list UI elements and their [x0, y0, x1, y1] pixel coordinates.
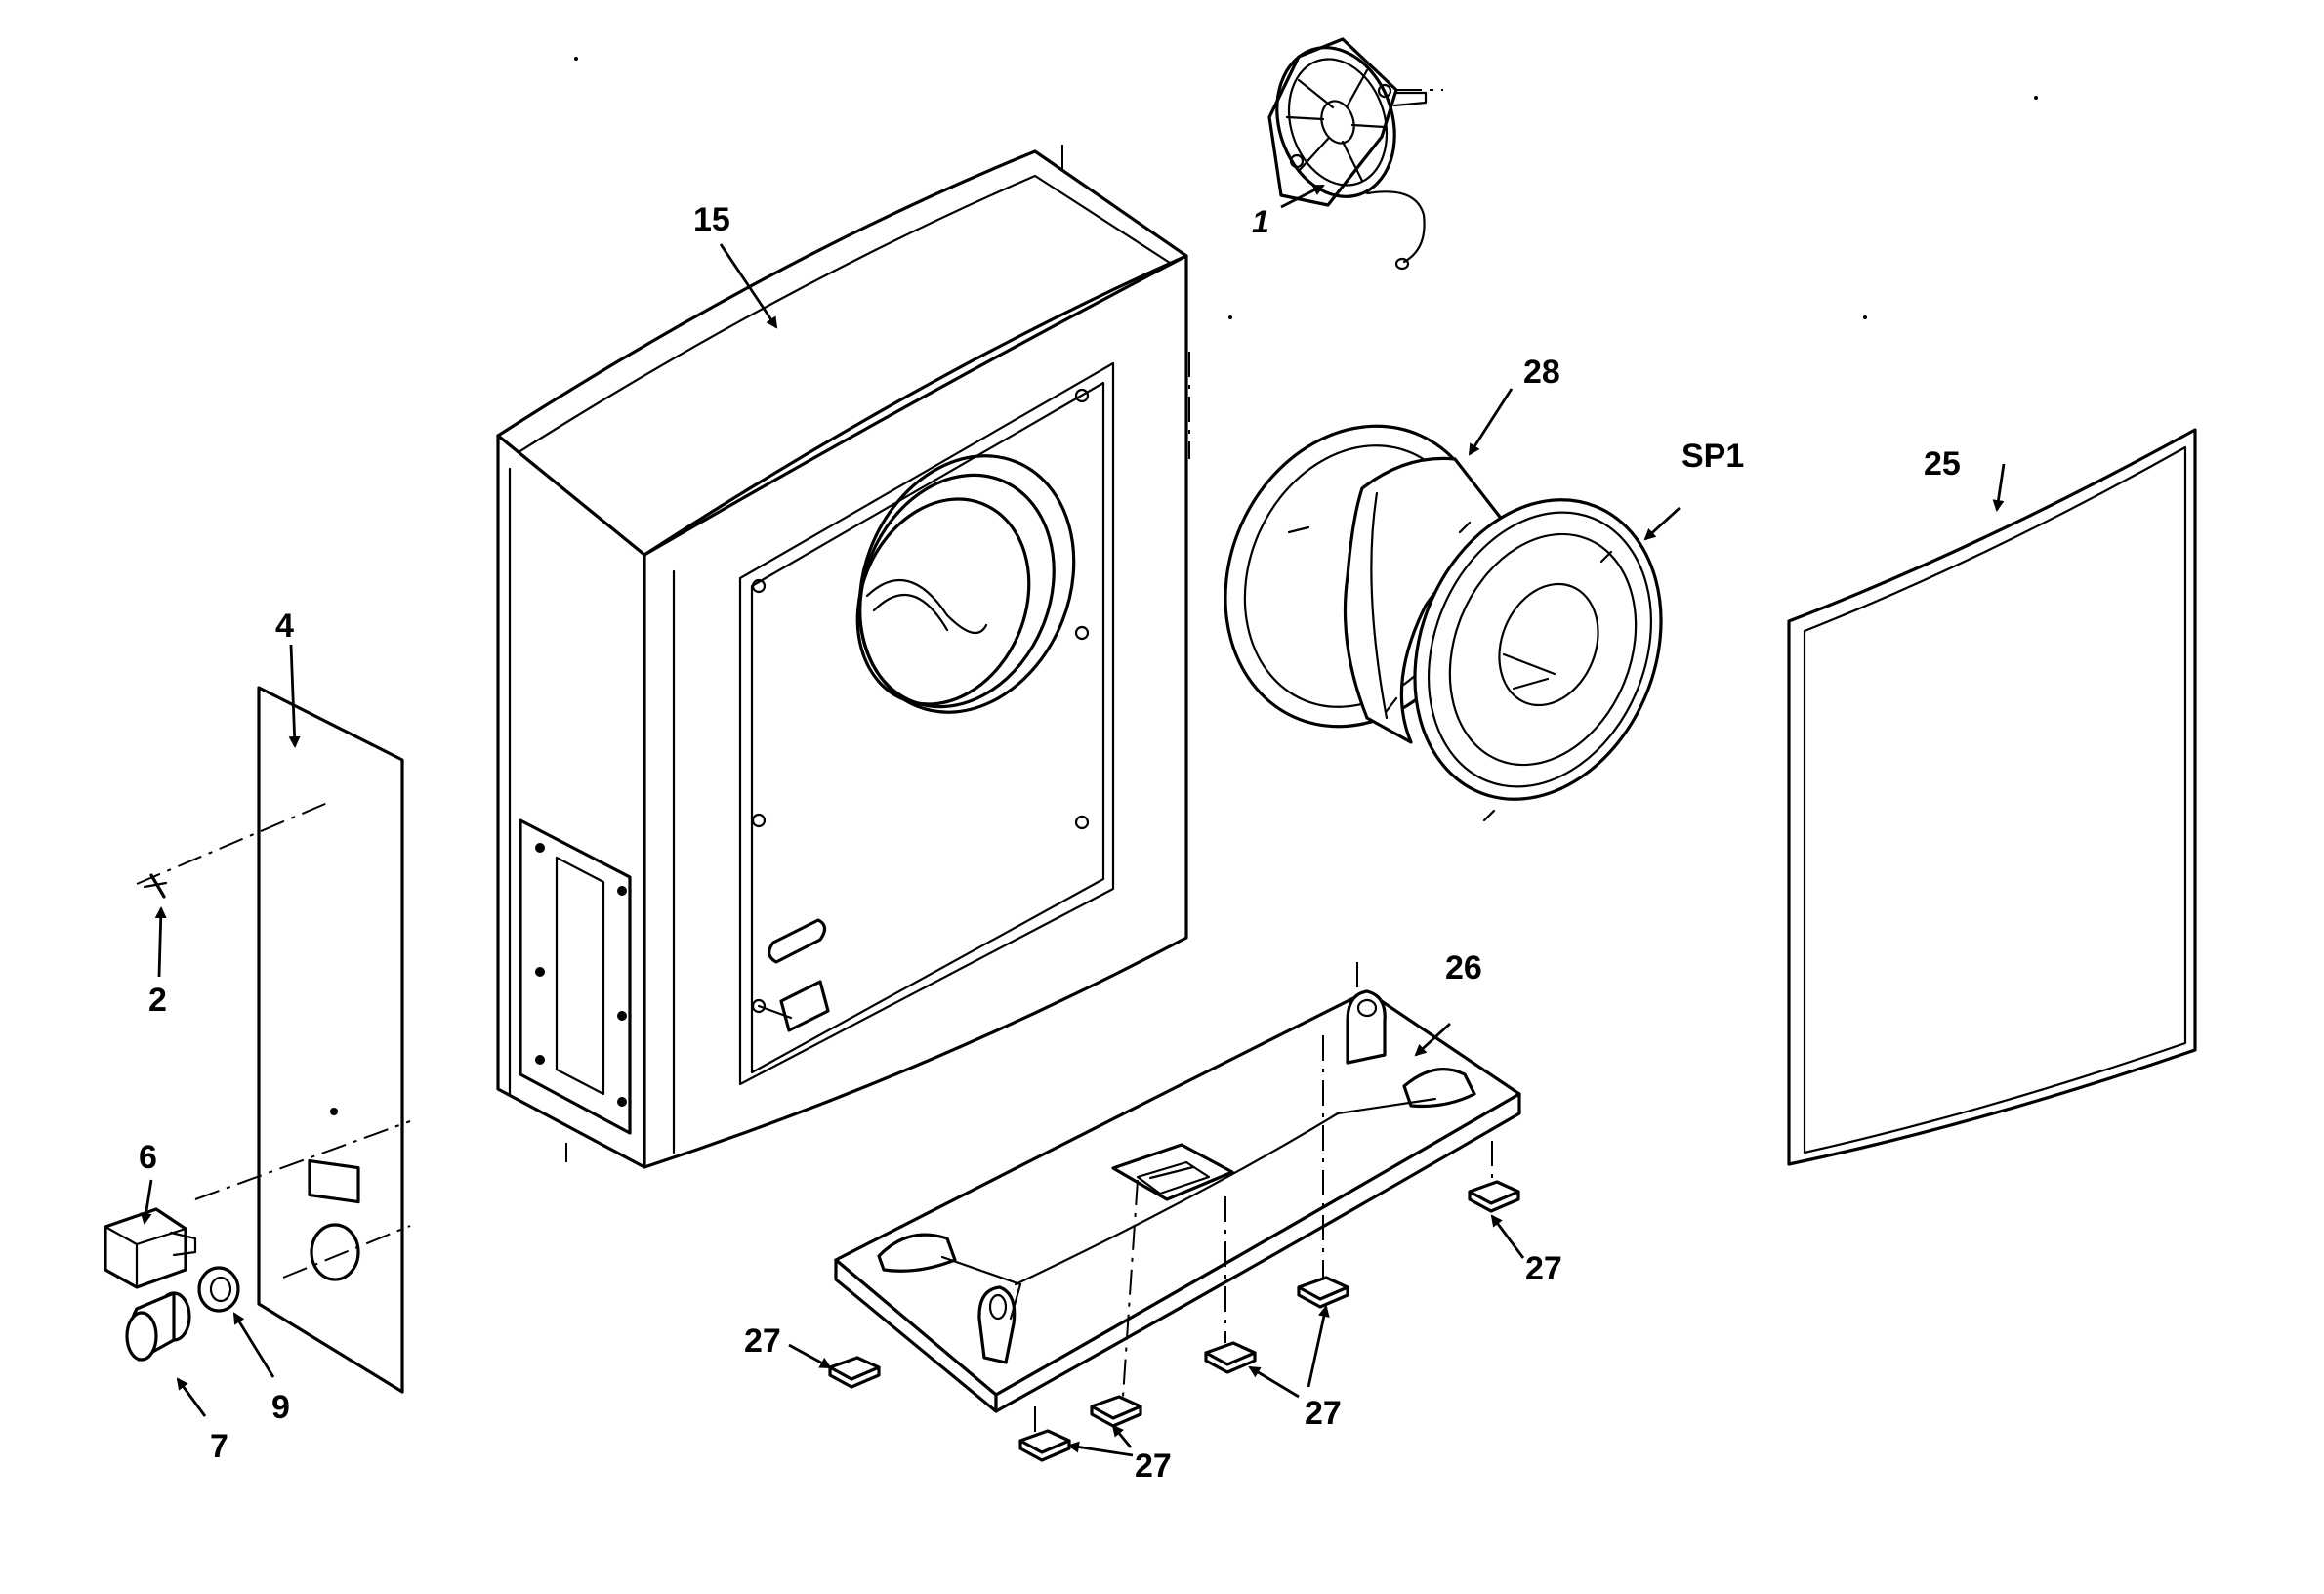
label-grille: 25	[1924, 445, 1961, 482]
label-foot-right: 27	[1525, 1250, 1562, 1287]
cabinet	[496, 145, 1190, 1169]
label-cabinet: 15	[693, 201, 730, 238]
part-labels: 1 2 4 6 7 9 15 25 26 27 27 27 27 28 SP1	[139, 201, 1961, 1485]
label-foot-bottom: 27	[1135, 1447, 1172, 1485]
label-switch: 6	[139, 1139, 157, 1176]
front-grille	[1787, 428, 2197, 1166]
nut-part	[197, 1266, 240, 1313]
rubber-feet	[828, 1035, 1520, 1462]
rear-panel	[136, 686, 411, 1394]
switch-part	[104, 1207, 197, 1289]
woofer-speaker	[1224, 424, 1663, 822]
cabinet-screw-holes	[751, 388, 1090, 1014]
screw-part	[143, 873, 168, 899]
label-screw: 2	[148, 982, 167, 1019]
label-speaker: SP1	[1681, 438, 1744, 475]
label-woofer-frame: 28	[1523, 354, 1560, 391]
label-foot-left: 27	[744, 1322, 781, 1360]
knob-part	[125, 1291, 191, 1362]
label-panel: 4	[275, 608, 294, 645]
leader-arrows	[140, 184, 2006, 1457]
label-base: 26	[1445, 949, 1482, 986]
label-fan: 1	[1252, 204, 1269, 239]
label-knob: 7	[210, 1428, 228, 1465]
label-foot-mid: 27	[1305, 1395, 1342, 1432]
label-nut: 9	[271, 1389, 290, 1426]
fan	[1267, 37, 1443, 271]
scan-specks	[574, 57, 2038, 319]
